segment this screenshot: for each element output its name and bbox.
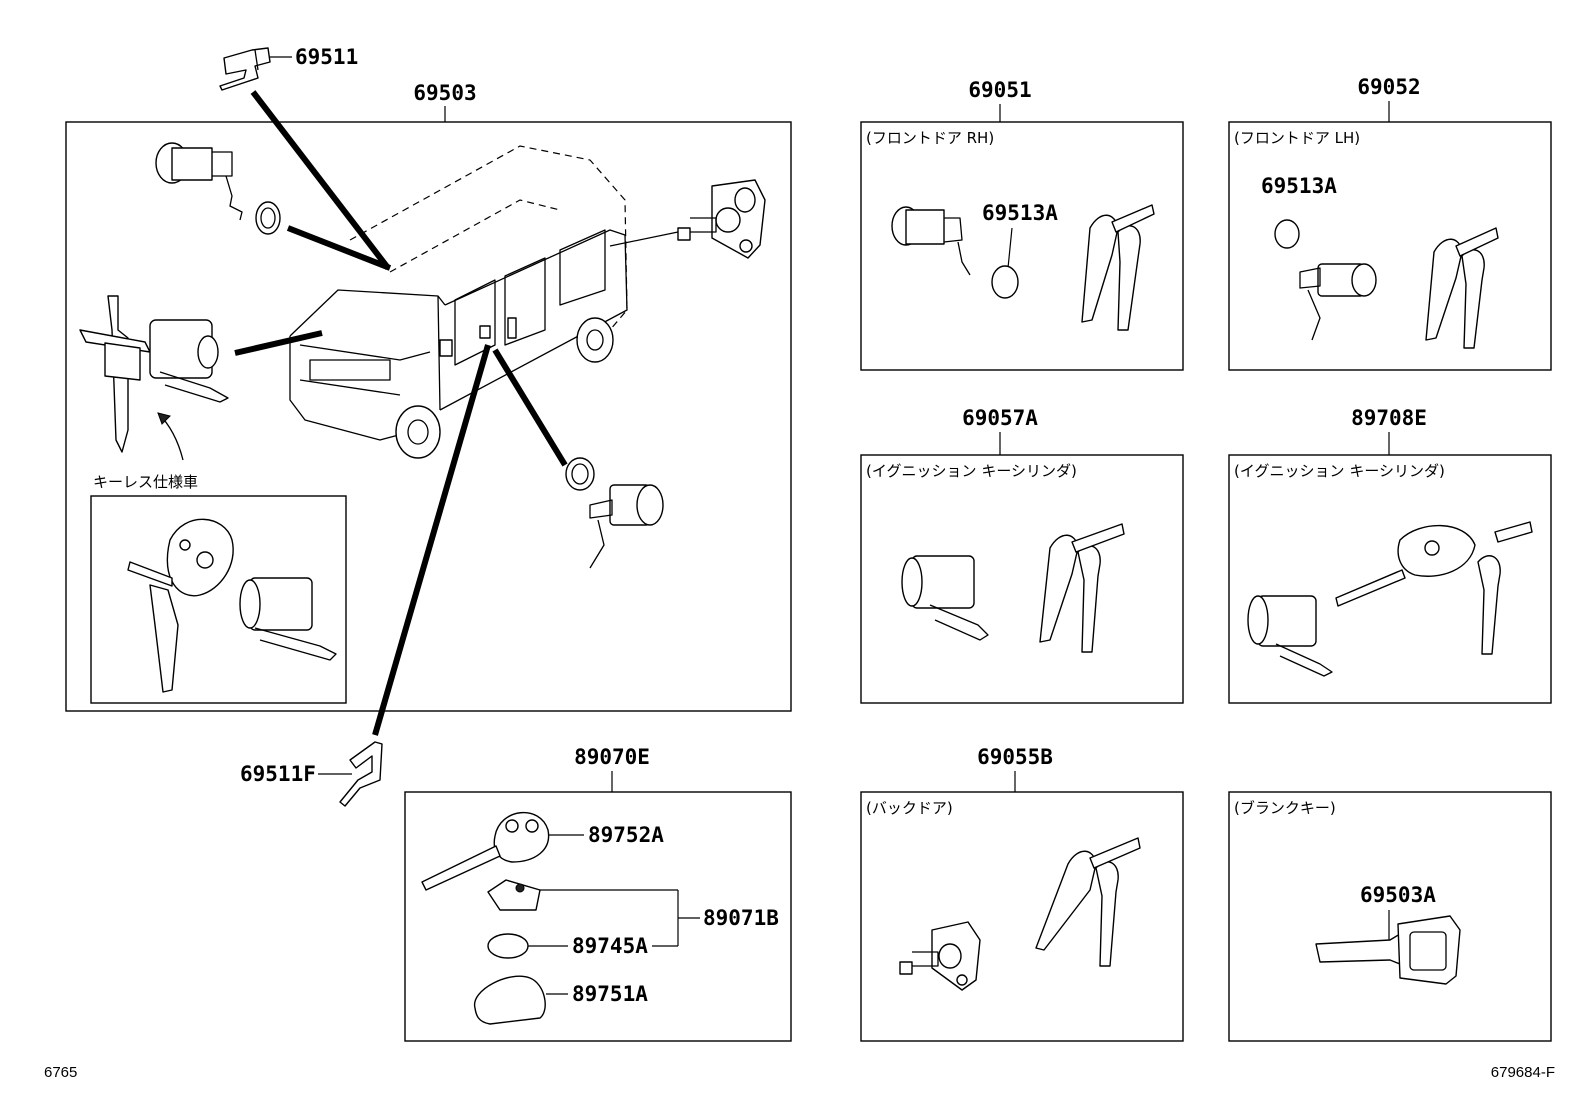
ign1-cylinder (901, 555, 989, 641)
label-89070E: 89070E (574, 745, 650, 769)
label-69513A-lh: 69513A (1261, 174, 1337, 198)
main-assembly-box (65, 121, 792, 712)
keyless-ignition-set (127, 518, 337, 693)
label-89745A: 89745A (572, 934, 648, 958)
keyless-caption: キーレス仕様車 (93, 473, 198, 491)
box-69055B (860, 791, 1184, 1042)
rh-ring (991, 265, 1019, 299)
label-69503A: 69503A (1360, 883, 1436, 907)
ignition-cylinder-main (79, 295, 229, 453)
label-69055B: 69055B (977, 745, 1053, 769)
back-door-cylinder (899, 921, 981, 991)
keyless-box (90, 495, 347, 704)
back-door-lock (677, 179, 766, 259)
battery (487, 933, 529, 959)
box-69052 (1228, 121, 1552, 371)
remote-key (421, 812, 550, 891)
door-cylinder-lower (565, 457, 664, 569)
caption-ignition-1: (イグニッション キーシリンダ) (866, 462, 1077, 480)
lh-door-cylinder (1299, 263, 1377, 341)
back-door-keys (1035, 837, 1141, 967)
rh-keys (1081, 204, 1155, 331)
footer-right-code: 679684-F (1491, 1064, 1555, 1081)
clip-69511 (219, 47, 271, 91)
rh-door-cylinder (891, 206, 971, 276)
pointer-ignition (234, 330, 323, 356)
van-illustration (289, 145, 628, 459)
pointer-ring (286, 225, 392, 271)
box-69057A (860, 454, 1184, 704)
ign1-keys (1039, 523, 1125, 653)
box-blank-key (1228, 791, 1552, 1042)
pointer-69511F (372, 344, 491, 736)
caption-front-door-rh: (フロントドア RH) (866, 129, 994, 147)
lh-keys (1425, 227, 1499, 349)
transmitter-board (487, 879, 541, 911)
door-cylinder-top (155, 142, 281, 235)
label-69503: 69503 (413, 81, 476, 105)
caption-front-door-lh: (フロントドア LH) (1234, 129, 1360, 147)
box-89708E (1228, 454, 1552, 704)
footer-left-code: 6765 (44, 1064, 77, 1081)
remote-case (474, 975, 546, 1025)
pointer-69511 (250, 90, 391, 270)
label-89752A: 89752A (588, 823, 664, 847)
label-69051: 69051 (968, 78, 1031, 102)
caption-ignition-2: (イグニッション キーシリンダ) (1234, 462, 1445, 480)
label-69511: 69511 (295, 45, 358, 69)
box-69051 (860, 121, 1184, 371)
label-89751A: 89751A (572, 982, 648, 1006)
label-69052: 69052 (1357, 75, 1420, 99)
label-69511F: 69511F (240, 762, 316, 786)
blank-key (1315, 915, 1461, 985)
ign2-set (1247, 521, 1533, 677)
label-69513A-rh: 69513A (982, 201, 1058, 225)
box-89070E (404, 791, 792, 1042)
label-69057A: 69057A (962, 406, 1038, 430)
caption-blank-key: (ブランクキー) (1234, 799, 1336, 817)
lh-ring (1274, 219, 1300, 249)
pointer-backdoor (609, 231, 679, 247)
label-89071B: 89071B (703, 906, 779, 930)
label-89708E: 89708E (1351, 406, 1427, 430)
clip-69511F (339, 741, 383, 807)
caption-back-door: (バックドア) (866, 799, 953, 817)
pointer-door-cyl (492, 348, 568, 467)
